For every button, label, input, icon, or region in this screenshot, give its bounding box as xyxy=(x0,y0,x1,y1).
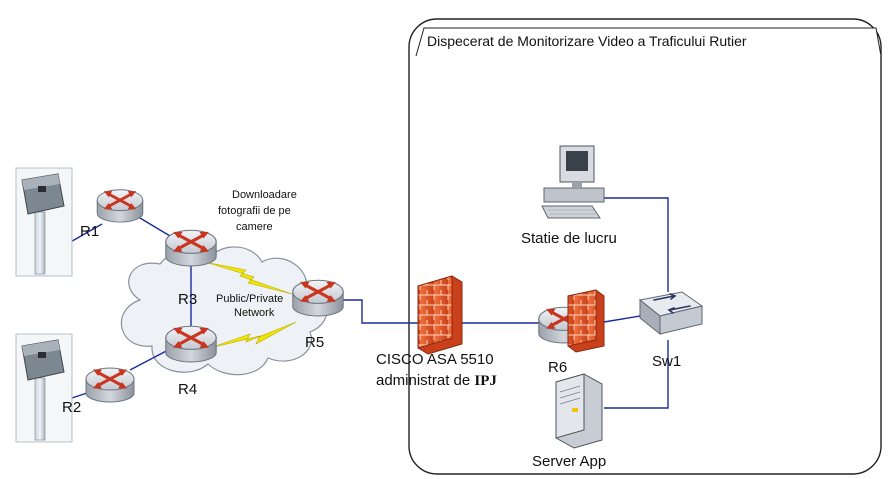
link-r5-asa xyxy=(342,299,418,324)
cloud-caption-line2: fotografii de pe xyxy=(218,205,291,217)
lightning-icon xyxy=(209,321,297,349)
workstation-label: Statie de lucru xyxy=(521,230,617,247)
router-icon-r5 xyxy=(291,278,345,318)
router-label-r5: R5 xyxy=(305,334,324,351)
router-label-r2: R2 xyxy=(62,399,81,416)
link-server-sw1 xyxy=(604,340,669,409)
switch-label: Sw1 xyxy=(652,353,681,370)
server-label: Server App xyxy=(532,453,606,470)
camera-pole-icon xyxy=(15,167,73,277)
router-label-r4: R4 xyxy=(178,381,197,398)
router-icon-r4 xyxy=(164,324,218,364)
server-icon xyxy=(555,373,603,449)
network-label-line2: Network xyxy=(234,307,275,319)
router-icon-r3 xyxy=(164,228,218,268)
switch-icon xyxy=(638,291,704,336)
firewall-label-line2: administrat de IPJ xyxy=(376,372,497,389)
router-icon-r1 xyxy=(95,188,145,224)
dispatch-boundary xyxy=(408,18,882,475)
link-r6-sw1 xyxy=(603,315,641,323)
workstation-icon xyxy=(541,145,605,219)
dispatch-title: Dispecerat de Monitorizare Video a Trafi… xyxy=(427,33,747,49)
firewall-label-line1: CISCO ASA 5510 xyxy=(376,351,494,368)
link-ws-sw1 xyxy=(600,197,669,292)
router-icon-r2 xyxy=(84,366,136,404)
cloud-caption-line3: camere xyxy=(236,221,273,233)
firewall-icon xyxy=(417,275,463,355)
router-label-r1: R1 xyxy=(80,223,99,240)
firewall-icon xyxy=(567,289,605,353)
cloud-caption-line1: Downloadare xyxy=(232,189,297,201)
camera-pole-icon xyxy=(15,333,73,443)
dispatch-title-tab xyxy=(415,27,882,57)
link-r2-r4 xyxy=(129,347,173,371)
router-label-r6: R6 xyxy=(548,359,567,376)
lightning-icon xyxy=(204,261,293,295)
network-label-line1: Public/Private xyxy=(216,293,283,305)
router-label-r3: R3 xyxy=(178,291,197,308)
